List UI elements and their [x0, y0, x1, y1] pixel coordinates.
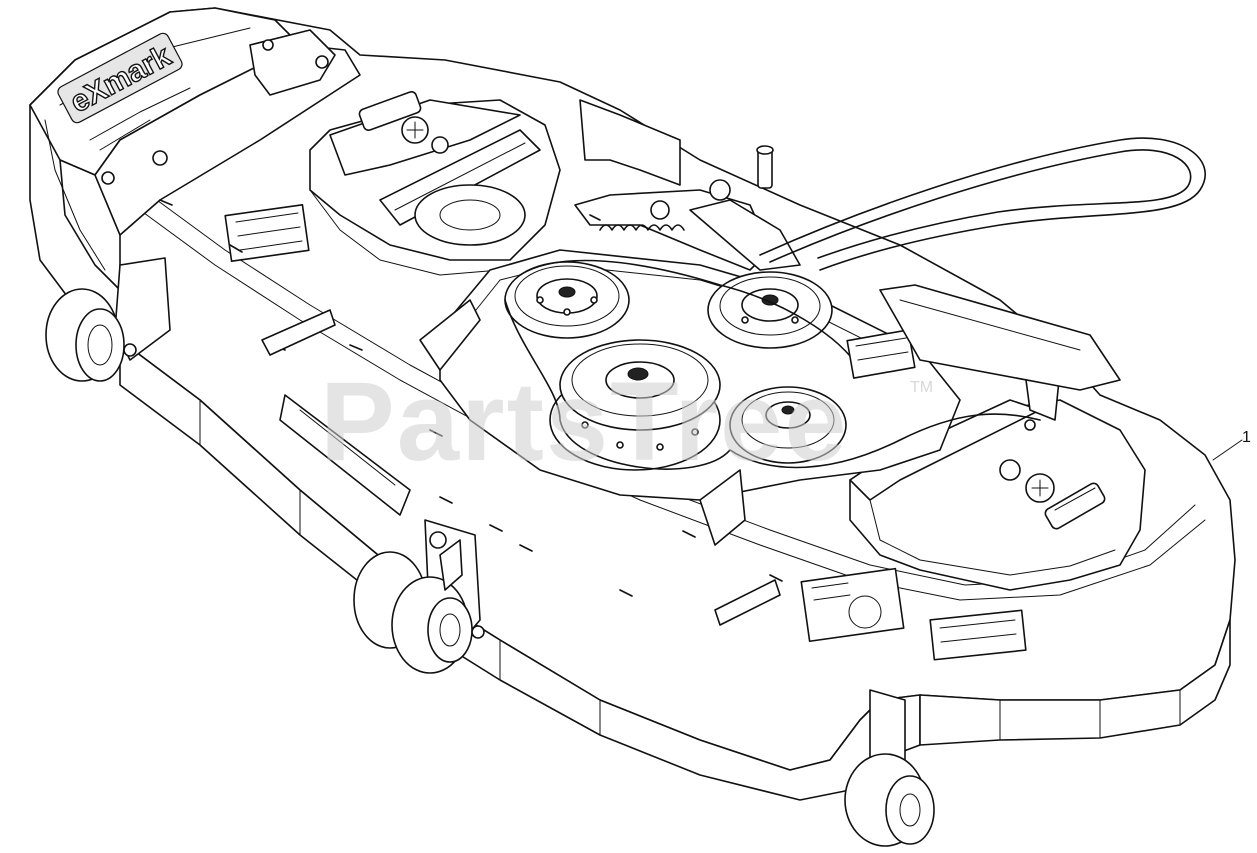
warning-decal-front — [800, 567, 905, 643]
callout-1-label[interactable]: 1 — [1242, 429, 1251, 446]
idler-pulley-lower — [729, 386, 847, 464]
warning-decal-right — [929, 609, 1027, 661]
anti-scalp-wheel-left — [45, 257, 171, 382]
caster-wheel-front-left — [353, 519, 485, 674]
callout-1[interactable]: 1 — [1212, 429, 1251, 461]
watermark: PartsTree TM — [320, 359, 933, 484]
left-belt-cover — [309, 91, 561, 276]
warning-decal-left — [224, 203, 310, 263]
rear-baffle — [879, 284, 1121, 391]
deck-side-label — [279, 394, 411, 516]
deck-hanger-brackets — [261, 309, 781, 626]
svg-text:PartsTree: PartsTree — [320, 359, 849, 484]
warning-decal-center — [846, 329, 916, 379]
caster-wheel-front-right — [844, 689, 935, 847]
idler-pulley-right — [707, 271, 833, 349]
deck-belt — [504, 259, 1041, 470]
idler-arm-assembly — [574, 99, 801, 271]
svg-text:TM: TM — [910, 379, 933, 396]
drive-belt — [759, 137, 1206, 271]
left-side-chute: eXmark — [29, 7, 361, 291]
callout-1-leader — [1212, 439, 1243, 461]
spindle-pulley-center — [549, 339, 721, 471]
spindle-pulley-left — [504, 261, 630, 339]
